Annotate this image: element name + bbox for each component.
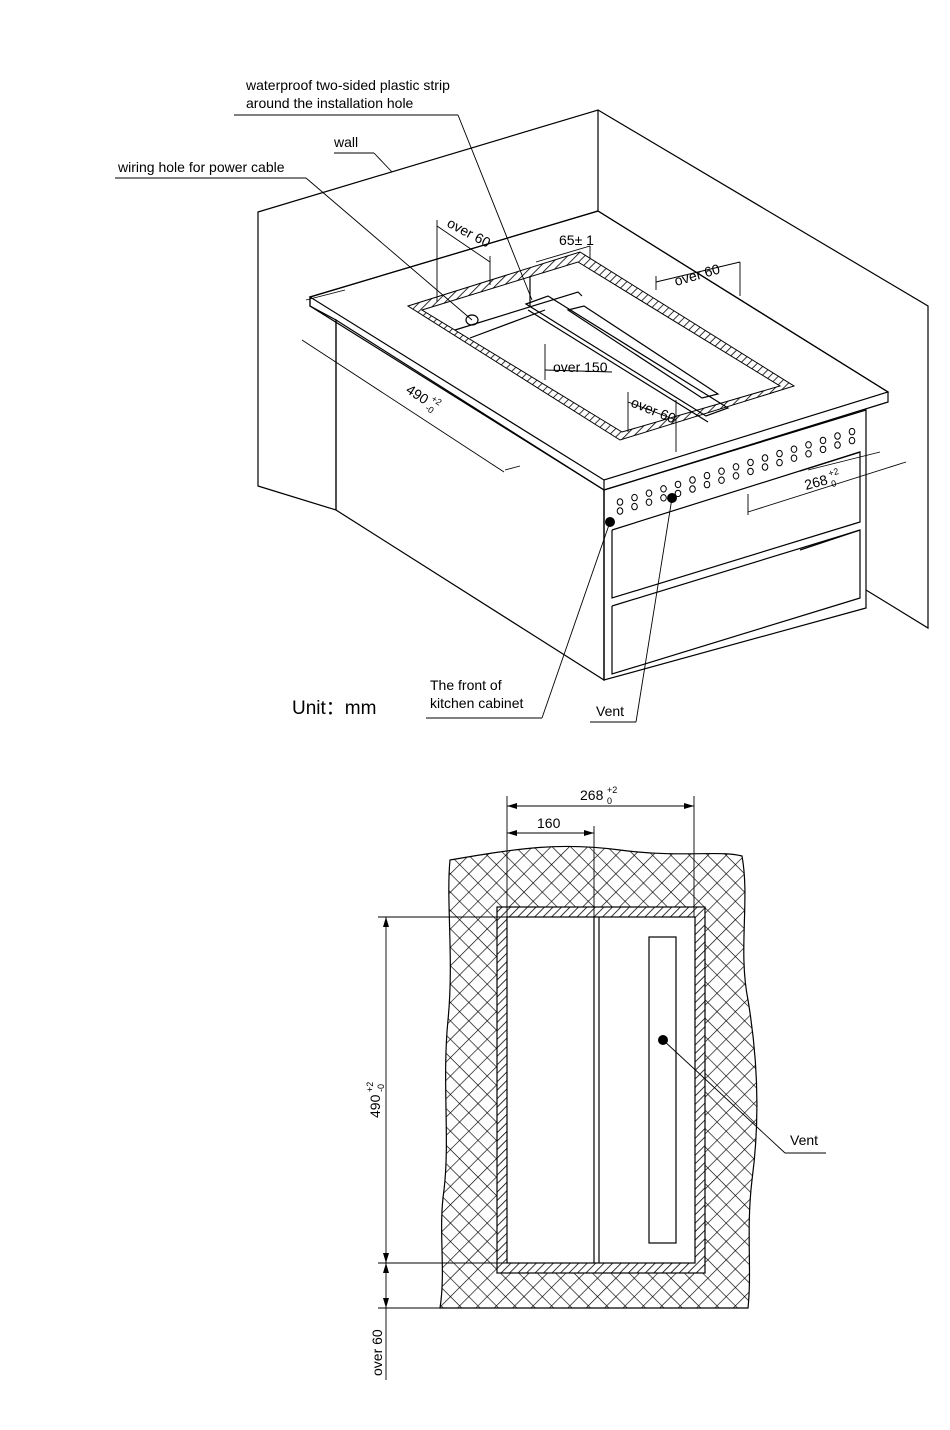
vent-hole	[835, 433, 841, 439]
vent-hole	[617, 499, 623, 505]
vent-hole	[675, 481, 681, 487]
vent-hole	[849, 428, 855, 434]
vent-hole	[719, 468, 725, 474]
vent-slot	[649, 937, 676, 1243]
dim-over60-left: over 60	[445, 215, 494, 251]
vent-hole	[690, 486, 696, 492]
vent-hole	[806, 451, 812, 457]
vent-hole	[646, 490, 652, 496]
vent-hole	[762, 455, 768, 461]
svg-text:490: 490	[367, 1094, 383, 1118]
dim-490-plan: 490 +2 -0	[365, 1082, 386, 1118]
vent-hole	[632, 494, 638, 500]
vent-hole	[661, 486, 667, 492]
vent-hole	[646, 499, 652, 505]
vent-hole	[762, 464, 768, 470]
dim-gap: 65± 1	[559, 232, 594, 248]
vent-hole	[777, 459, 783, 465]
vent-hole	[733, 464, 739, 470]
vent-hole	[704, 481, 710, 487]
strip-label-2: around the installation hole	[246, 95, 414, 111]
dim-over60-right: over 60	[672, 261, 722, 289]
vent-label-plan: Vent	[790, 1132, 818, 1148]
vent-hole	[704, 472, 710, 478]
isometric-view: waterproof two-sided plastic strip aroun…	[115, 77, 928, 722]
cabinet-front-label-1: The front of	[430, 677, 502, 693]
strip-label-1: waterproof two-sided plastic strip	[245, 77, 450, 93]
vent-label-iso: Vent	[596, 703, 624, 719]
vent-hole	[806, 442, 812, 448]
vent-hole	[748, 468, 754, 474]
dim-over60-plan: over 60	[369, 1329, 385, 1376]
svg-text:268: 268	[580, 787, 604, 803]
dim-160: 160	[537, 815, 561, 831]
vent-hole	[820, 437, 826, 443]
vent-hole	[777, 450, 783, 456]
wiring-hole-label: wiring hole for power cable	[117, 159, 285, 175]
vent-hole	[791, 446, 797, 452]
cabinet-front	[604, 410, 866, 680]
svg-text:-0: -0	[376, 1084, 386, 1092]
wall-label: wall	[333, 134, 358, 150]
vent-hole	[733, 473, 739, 479]
plan-view: Vent 268 +2 0 160 490 +2 -0 over 60	[365, 785, 826, 1380]
svg-text:+2: +2	[827, 466, 840, 478]
svg-text:+2: +2	[365, 1082, 375, 1092]
vent-hole	[835, 442, 841, 448]
vent-hole	[849, 437, 855, 443]
svg-text:268: 268	[803, 471, 830, 493]
vent-hole	[632, 503, 638, 509]
vent-hole	[719, 477, 725, 483]
vent-hole	[690, 477, 696, 483]
cabinet-front-label-2: kitchen cabinet	[430, 695, 524, 711]
vent-hole	[791, 455, 797, 461]
svg-text:0: 0	[607, 796, 612, 806]
unit-label: Unit：mm	[292, 698, 376, 719]
vent-holes	[617, 428, 855, 514]
vent-hole	[661, 495, 667, 501]
svg-text:+2: +2	[607, 785, 617, 795]
vent-hole	[820, 446, 826, 452]
vent-hole	[617, 508, 623, 514]
vent-hole	[748, 459, 754, 465]
dim-over150: over 150	[553, 359, 608, 375]
dim-268-plan: 268 +2 0	[580, 785, 617, 806]
dim-268-iso: 268 +2 0	[802, 466, 842, 496]
